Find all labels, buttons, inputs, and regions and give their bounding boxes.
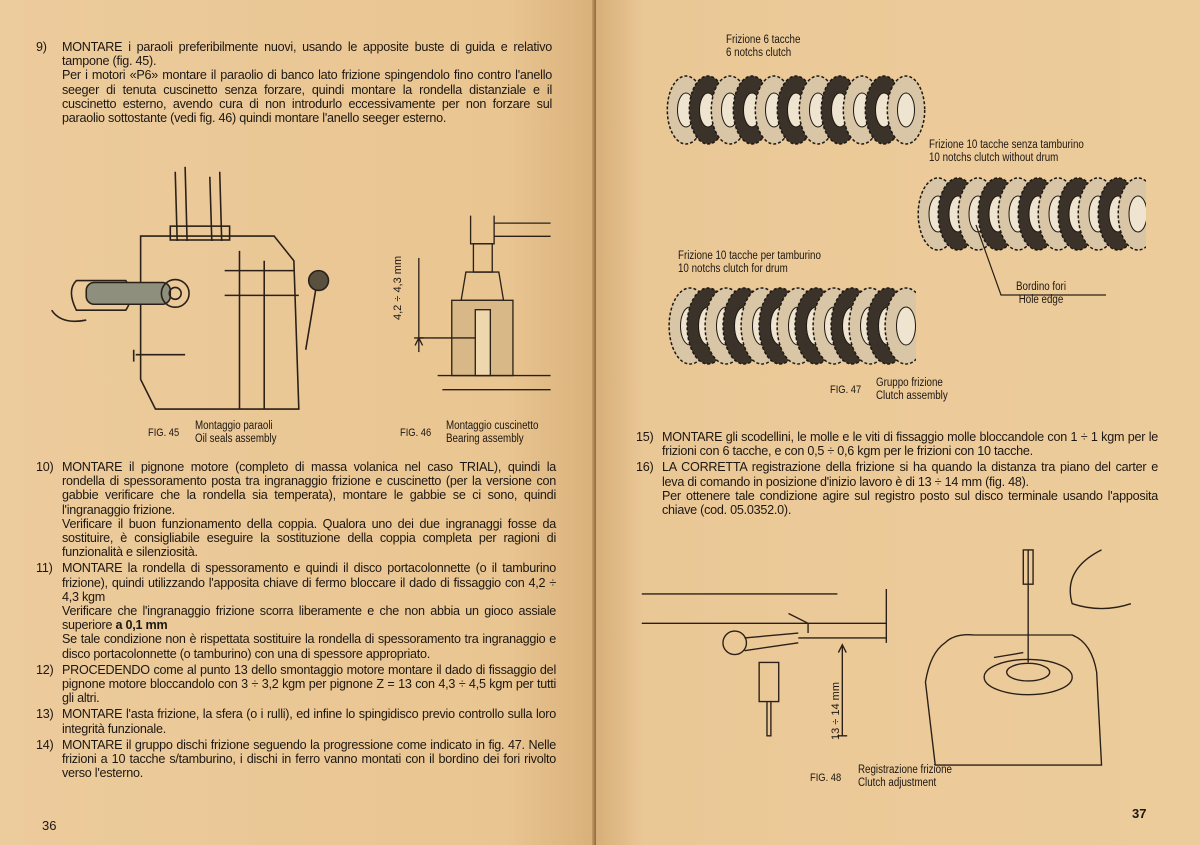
figure-label: FIG. 46	[400, 427, 432, 439]
caption-it: Montaggio cuscinetto	[446, 420, 539, 432]
dimension-label: 4,2 ÷ 4,3 mm	[392, 255, 404, 320]
clutch-10-no-drum-illustration	[917, 177, 1146, 251]
step-number: 16)	[636, 460, 654, 475]
step-15: 15) MONTARE gli scodellini, le molle e l…	[636, 430, 1158, 458]
step-11: 11) MONTARE la rondella di spessoramento…	[36, 561, 556, 660]
step-number: 12)	[36, 662, 54, 677]
step-12: 12) PROCEDENDO come al punto 13 dello sm…	[36, 663, 556, 706]
label-it: Frizione 6 tacche	[726, 34, 801, 46]
figure-label: FIG. 45	[148, 427, 180, 439]
clutch-disc	[1117, 177, 1146, 251]
step-text: PROCEDENDO come al punto 13 dello smonta…	[62, 662, 556, 706]
step-flow-top: 9) MONTARE i paraoli preferibilmente nuo…	[36, 40, 552, 127]
label-en: Hole edge	[1018, 294, 1064, 306]
step-text: MONTARE l'asta frizione, la sfera (o i r…	[62, 707, 556, 736]
caption-it: Gruppo frizione	[876, 377, 943, 389]
step-number: 9)	[36, 40, 47, 54]
step-number: 15)	[636, 430, 654, 444]
page-number: 37	[1132, 806, 1147, 821]
step-text: Per ottenere tale condizione agire sul r…	[662, 488, 1158, 518]
step-text: MONTARE il gruppo dischi frizione seguen…	[62, 737, 556, 781]
caption-en: Oil seals assembly	[195, 433, 277, 445]
clutch-disc	[884, 287, 916, 365]
label-it: Bordino fori	[1016, 281, 1066, 293]
caption-it: Registrazione frizione	[858, 764, 953, 776]
step-text: Verificare il buon funzionamento della c…	[62, 516, 556, 560]
step-flow-bottom: 10) MONTARE il pignone motore (completo …	[36, 460, 556, 782]
step-text: LA CORRETTA registrazione della frizione…	[662, 460, 1158, 489]
step-text: Per i motori «P6» montare il paraolio di…	[62, 68, 552, 126]
step-9: 9) MONTARE i paraoli preferibilmente nuo…	[36, 40, 552, 125]
step-16: 16) LA CORRETTA registrazione della friz…	[636, 460, 1158, 517]
page-number: 36	[42, 818, 57, 833]
step-text: MONTARE la rondella di spessoramento e q…	[62, 561, 556, 604]
step-number: 11)	[36, 561, 53, 576]
tolerance-value: a 0,1 mm	[115, 618, 168, 633]
step-flow-right: 15) MONTARE gli scodellini, le molle e l…	[636, 430, 1158, 519]
dimension-label: 13 ÷ 14 mm	[830, 681, 842, 740]
bearing-assembly-illustration	[414, 215, 551, 391]
step-text: MONTARE il pignone motore (completo di m…	[62, 460, 556, 517]
page-left: 9) MONTARE i paraoli preferibilmente nuo…	[0, 0, 596, 845]
label-en: 10 notchs clutch for drum	[678, 263, 788, 275]
clutch-6-discs-illustration	[666, 75, 926, 145]
clutch-disc	[886, 75, 926, 145]
figure-label: FIG. 47	[830, 384, 862, 396]
caption-en: Clutch adjustment	[858, 777, 937, 789]
label-en: 6 notchs clutch	[726, 47, 792, 59]
step-number: 10)	[36, 460, 54, 474]
caption-it: Montaggio paraoli	[195, 420, 273, 432]
caption-en: Clutch assembly	[876, 390, 948, 402]
step-number: 14)	[36, 737, 54, 752]
step-text: MONTARE gli scodellini, le molle e le vi…	[662, 430, 1158, 459]
figure-label: FIG. 48	[810, 772, 842, 784]
label-it: Frizione 10 tacche senza tamburino	[929, 139, 1084, 151]
step-number: 13)	[36, 707, 54, 722]
step-14: 14) MONTARE il gruppo dischi frizione se…	[36, 738, 556, 781]
hole-edge-leader-line	[975, 224, 1106, 296]
step-text: Se tale condizione non è rispettata sost…	[62, 632, 556, 661]
clutch-adjustment-illustration	[641, 549, 1132, 766]
step-text: MONTARE i paraoli preferibilmente nuovi,…	[62, 40, 552, 69]
caption-en: Bearing assembly	[446, 433, 524, 445]
clutch-10-drum-illustration	[668, 287, 916, 365]
oil-seals-assembly-illustration	[50, 166, 330, 410]
step-text: Verificare che l'ingranaggio frizione sc…	[62, 604, 556, 633]
label-it: Frizione 10 tacche per tamburino	[678, 250, 821, 262]
label-en: 10 notchs clutch without drum	[929, 152, 1059, 164]
step-10: 10) MONTARE il pignone motore (completo …	[36, 460, 556, 559]
step-13: 13) MONTARE l'asta frizione, la sfera (o…	[36, 707, 556, 735]
